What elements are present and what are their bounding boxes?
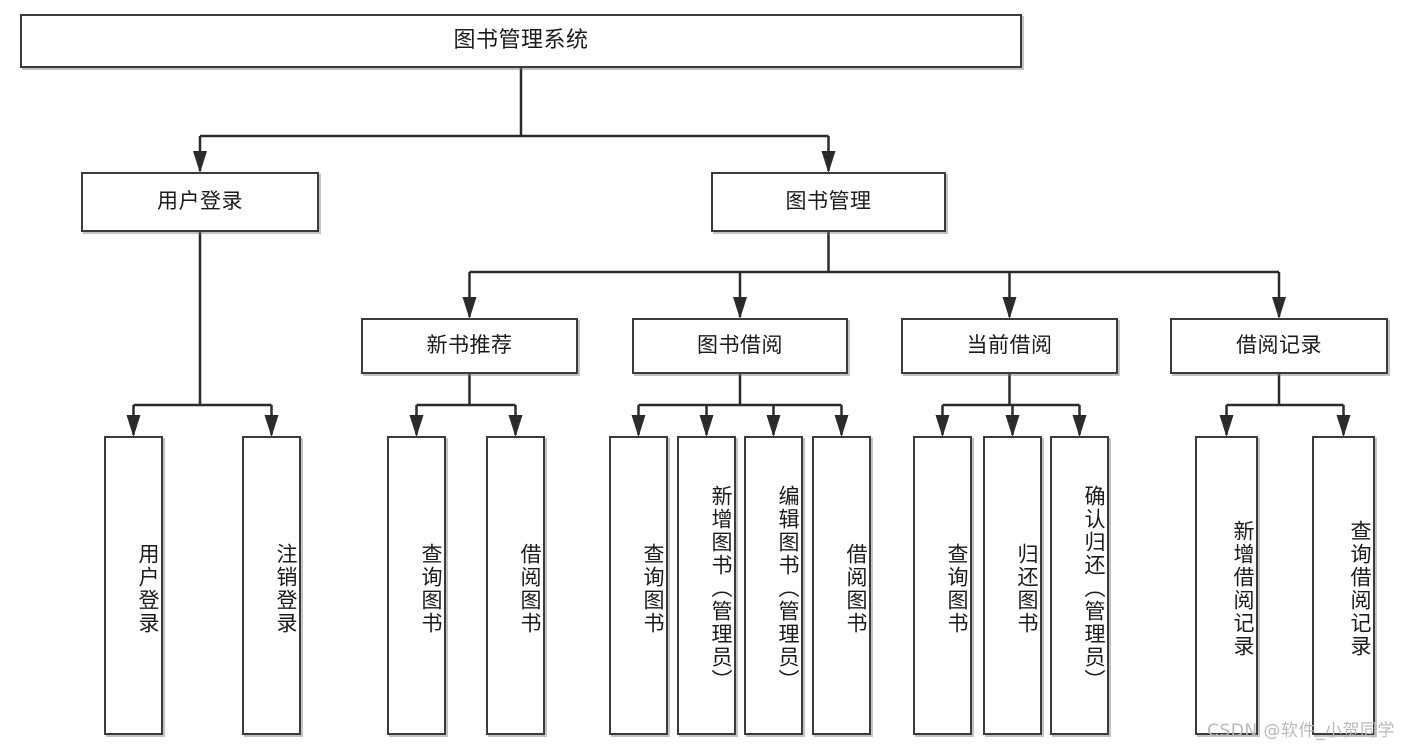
node-label: 借阅图书	[844, 542, 868, 635]
node-book-borrow[interactable]: 图书借阅	[632, 318, 848, 374]
arrowhead	[508, 415, 523, 437]
arrowhead	[193, 151, 207, 173]
node-new-book-rec[interactable]: 新书推荐	[361, 318, 578, 374]
node-current-borrow[interactable]: 当前借阅	[901, 318, 1118, 374]
watermark: CSDN @软件_小贺同学	[1207, 721, 1395, 741]
node-leaf-query-2[interactable]: 查询图书	[609, 436, 668, 735]
arrowhead	[766, 415, 781, 437]
node-label: 用户登录	[136, 542, 160, 635]
node-label: 新增图书（管理员）	[709, 485, 733, 692]
arrowhead	[1005, 415, 1020, 437]
node-label: 查询图书	[641, 542, 665, 635]
node-label: 归还图书	[1015, 542, 1039, 635]
node-leaf-add-book[interactable]: 新增图书（管理员）	[677, 436, 736, 735]
arrowhead	[699, 415, 714, 437]
node-leaf-edit-book[interactable]: 编辑图书（管理员）	[744, 436, 803, 735]
arrowhead	[821, 151, 836, 173]
node-book-manage[interactable]: 图书管理	[711, 172, 946, 232]
node-leaf-query-3[interactable]: 查询图书	[913, 436, 972, 735]
node-leaf-return[interactable]: 归还图书	[983, 436, 1042, 735]
node-leaf-borrow-1[interactable]: 借阅图书	[486, 436, 545, 735]
arrowhead	[1072, 415, 1087, 437]
node-label: 编辑图书（管理员）	[776, 485, 800, 692]
node-label: 当前借阅	[966, 333, 1053, 358]
node-label: 查询图书	[945, 542, 969, 635]
node-label: 借阅记录	[1236, 333, 1322, 358]
arrowhead	[631, 415, 646, 437]
arrowhead	[1002, 297, 1017, 319]
node-borrow-record[interactable]: 借阅记录	[1170, 318, 1388, 374]
arrowhead	[264, 415, 279, 437]
node-leaf-borrow-2[interactable]: 借阅图书	[812, 436, 871, 735]
arrowhead	[733, 297, 747, 319]
node-label: 确认归还（管理员）	[1082, 485, 1106, 692]
arrowhead	[1272, 297, 1286, 319]
node-label: 借阅图书	[518, 542, 542, 635]
node-leaf-query-1[interactable]: 查询图书	[387, 436, 446, 735]
node-label: 图书管理	[785, 189, 872, 214]
node-label: 查询图书	[419, 542, 443, 635]
node-label: 新增借阅记录	[1231, 519, 1255, 658]
arrowhead	[409, 415, 424, 437]
node-label: 注销登录	[274, 542, 298, 635]
node-leaf-query-rec[interactable]: 查询借阅记录	[1312, 436, 1375, 735]
node-label: 图书借阅	[697, 333, 783, 358]
arrowhead	[1336, 415, 1351, 437]
node-label: 图书管理系统	[453, 27, 589, 53]
node-leaf-logout[interactable]: 注销登录	[242, 436, 301, 735]
node-label: 查询借阅记录	[1348, 519, 1372, 658]
node-root[interactable]: 图书管理系统	[20, 14, 1022, 68]
arrowhead	[935, 415, 950, 437]
node-leaf-user-login[interactable]: 用户登录	[104, 436, 163, 735]
node-user-login[interactable]: 用户登录	[81, 172, 319, 232]
node-leaf-confirm[interactable]: 确认归还（管理员）	[1050, 436, 1109, 735]
node-label: 新书推荐	[426, 333, 513, 358]
arrowhead	[834, 415, 849, 437]
node-label: 用户登录	[157, 189, 243, 214]
arrowhead	[126, 415, 141, 437]
node-leaf-add-rec[interactable]: 新增借阅记录	[1195, 436, 1258, 735]
arrowhead	[462, 297, 477, 319]
arrowhead	[1219, 415, 1234, 437]
